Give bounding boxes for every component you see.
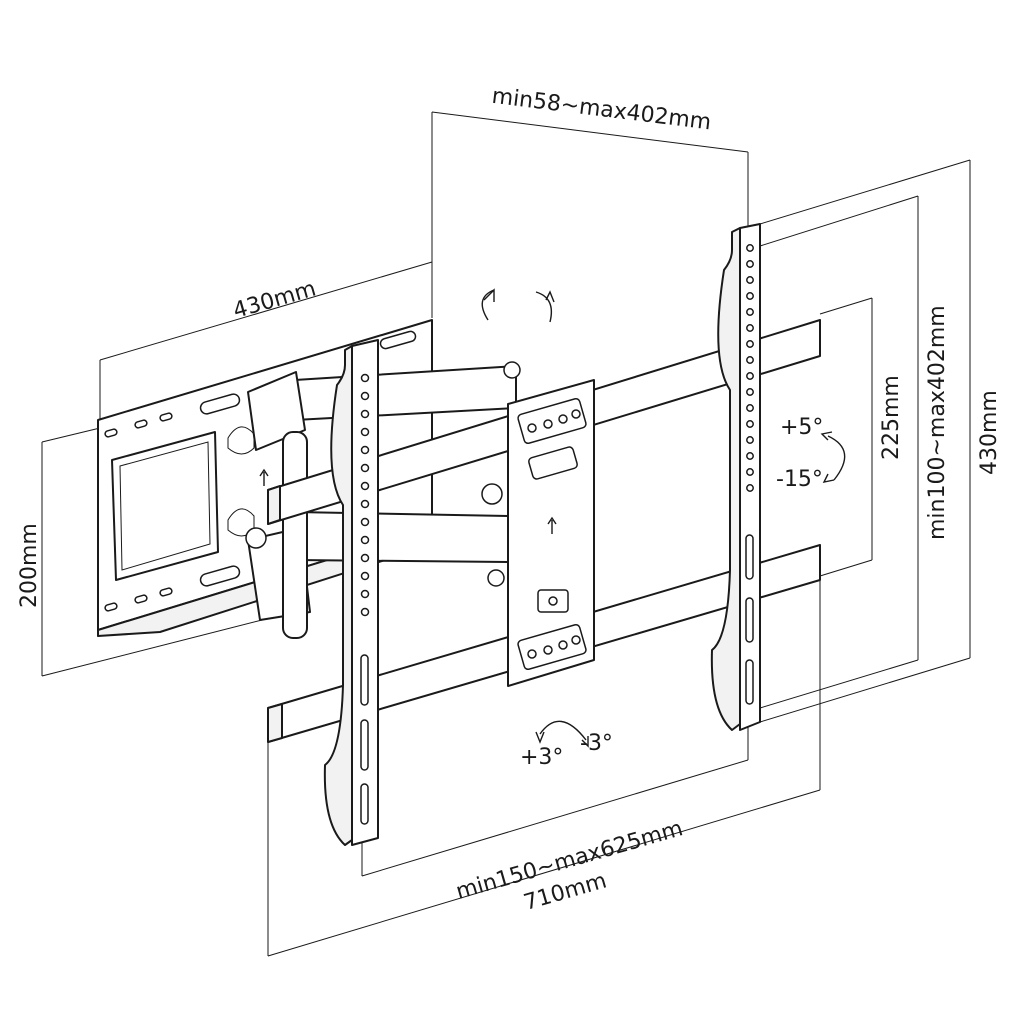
vertical-vesa-label: min100~max402mm [925,305,950,540]
wall-plate-width-label: 430mm [230,277,318,324]
left-bracket-holes [360,373,370,825]
extension-label: min58~max402mm [490,84,712,136]
tilt-arrow-icon [827,435,846,481]
vertical-bracket-right [710,223,761,731]
rail-spacing-label: 225mm [879,375,904,460]
level-arrow-icon [539,720,587,741]
swivel-arrow-right-icon [535,291,553,323]
arm-plate [507,379,595,687]
bracket-height-label: 430mm [977,390,1002,475]
wall-plate-height-label: 200mm [17,523,42,608]
up-arrow-icon [259,468,269,486]
vertical-bracket-left [323,339,379,846]
level-plus-label: +3° [520,745,563,770]
level-minus-label: -3° [580,731,613,756]
tilt-up-label: +5° [780,415,823,440]
right-bracket-holes [745,244,754,705]
swivel-arrow-left-icon [481,289,495,321]
rotation-indicators [481,288,846,748]
tilt-down-label: -15° [776,467,823,492]
dimension-lines [41,111,971,957]
